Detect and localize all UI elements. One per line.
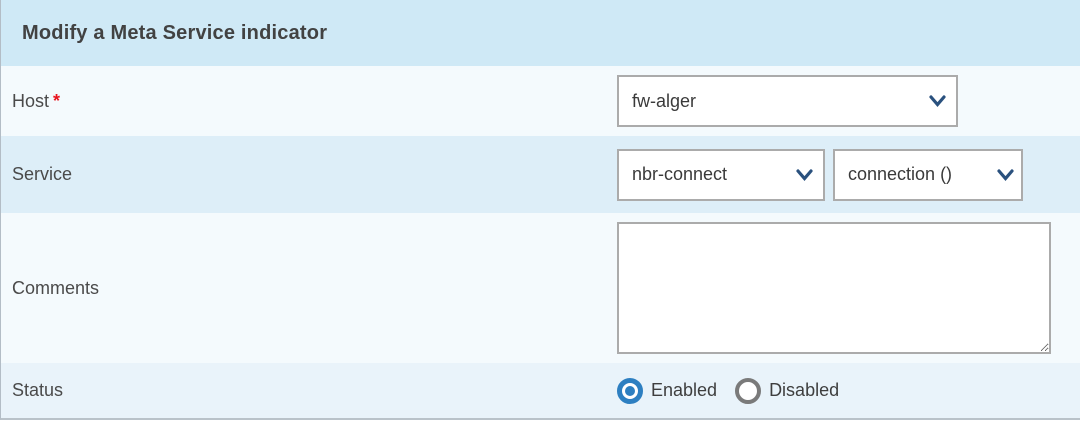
host-select-value: fw-alger: [632, 90, 697, 111]
service-label: Service: [12, 164, 73, 184]
disabled-radio[interactable]: [735, 377, 762, 404]
host-label: Host: [12, 90, 50, 111]
comments-row: Comments: [1, 213, 1080, 363]
service-row: Service nbr-connect connection (): [1, 136, 1080, 213]
status-row: Status Enabled Disabled: [1, 363, 1080, 418]
form-header: Modify a Meta Service indicator: [1, 0, 1080, 66]
service-field-cell: nbr-connect connection (): [617, 148, 1080, 201]
service-select-value: nbr-connect: [632, 164, 728, 184]
status-label-cell: Status: [1, 380, 617, 401]
chevron-down-icon: [796, 168, 813, 181]
service-select[interactable]: nbr-connect: [617, 148, 825, 201]
status-enabled-option: Enabled: [617, 377, 718, 404]
comments-label: Comments: [12, 277, 100, 298]
host-row: Host* fw-alger: [1, 66, 1080, 136]
metric-select-value: connection (): [848, 164, 953, 184]
disabled-radio-label: Disabled: [769, 380, 840, 400]
comments-label-cell: Comments: [1, 278, 617, 299]
comments-textarea[interactable]: [617, 222, 1051, 354]
metric-select[interactable]: connection (): [833, 148, 1023, 201]
status-label: Status: [12, 380, 64, 400]
chevron-down-icon: [997, 168, 1014, 181]
enabled-radio[interactable]: [617, 377, 643, 404]
status-disabled-option: Disabled: [735, 377, 840, 404]
enabled-radio-label: Enabled: [651, 380, 718, 400]
host-select[interactable]: fw-alger: [617, 75, 958, 127]
chevron-down-icon: [929, 95, 946, 107]
service-label-cell: Service: [1, 164, 617, 185]
page-title: Modify a Meta Service indicator: [22, 21, 328, 44]
status-field-cell: Enabled Disabled: [617, 377, 1080, 404]
comments-field-cell: [617, 222, 1080, 354]
host-label-cell: Host*: [1, 91, 617, 112]
host-field-cell: fw-alger: [617, 75, 1080, 127]
required-marker: *: [53, 90, 61, 111]
